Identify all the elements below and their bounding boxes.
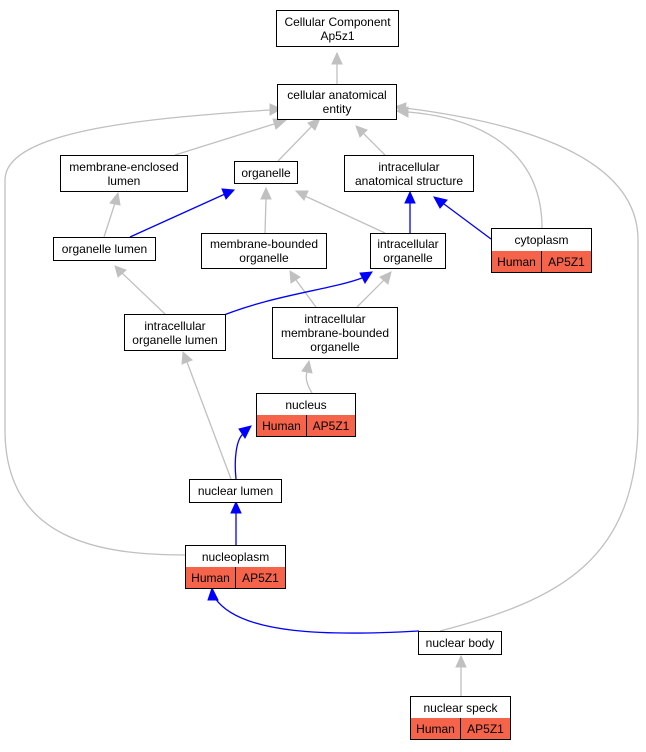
arrow-np-nl — [230, 500, 242, 514]
edge-io-organelle — [304, 195, 386, 234]
node-intracellular-anatomical-structure[interactable]: intracellular anatomical structure — [344, 155, 474, 192]
node-organelle[interactable]: organelle — [234, 161, 298, 184]
edge-organelle-cae — [277, 125, 313, 162]
species-label: Human — [186, 567, 235, 588]
gene-label: AP5Z1 — [305, 415, 355, 436]
arrow-io-organelle — [294, 190, 309, 201]
arrow-nb-cae — [393, 102, 407, 114]
node-nuclear-lumen[interactable]: nuclear lumen — [189, 479, 282, 503]
node-intracellular-organelle[interactable]: intracellular organelle — [370, 233, 446, 269]
edge-mbo-organelle — [264, 198, 267, 234]
gene-label: AP5Z1 — [460, 718, 510, 739]
arrow-ns-nb — [455, 654, 467, 668]
annotation-nuclear-speck: Human AP5Z1 — [410, 718, 511, 740]
arrow-iol-io — [359, 271, 373, 285]
arrow-nl-iol — [181, 350, 193, 365]
node-nuclear-speck[interactable]: nuclear speck — [410, 696, 511, 719]
species-label: Human — [257, 415, 306, 436]
arrow-iol-orgl — [114, 265, 127, 278]
edge-nl-nucleus — [234, 433, 244, 480]
gene-label: AP5Z1 — [541, 251, 591, 272]
arrow-nl-nucleus — [238, 425, 252, 439]
annotation-nucleoplasm: Human AP5Z1 — [185, 567, 286, 589]
edge-cyto-cae — [407, 111, 543, 229]
edge-mel-cae — [174, 123, 275, 156]
arrow-imbo-mbo — [289, 270, 301, 284]
edge-orgl-mel — [103, 202, 116, 238]
edge-imbo-io — [356, 279, 385, 308]
edge-cyto-ias — [443, 203, 492, 240]
arrow-cae-root — [331, 51, 343, 65]
arrow-organelle-cae — [307, 117, 321, 131]
node-root[interactable]: Cellular Component Ap5z1 — [276, 10, 399, 47]
node-nucleus[interactable]: nucleus — [256, 393, 356, 416]
edge-nb-np — [214, 597, 420, 634]
species-label: Human — [411, 718, 460, 739]
species-label: Human — [492, 251, 541, 272]
edge-nb-cae — [404, 107, 639, 632]
node-intracellular-organelle-lumen[interactable]: intracellular organelle lumen — [124, 314, 226, 351]
edge-ias-cae — [363, 133, 386, 156]
arrow-nb-np — [207, 586, 219, 601]
arrow-orgl-mel — [109, 191, 121, 206]
edge-iol-io — [213, 277, 363, 320]
arrow-mbo-organelle — [260, 186, 272, 200]
arrow-io-ias — [404, 190, 416, 204]
arrow-np-cae — [269, 103, 283, 116]
arrow-mel-cae — [272, 118, 288, 130]
edge-imbo-mbo — [295, 279, 317, 308]
node-cytoplasm[interactable]: cytoplasm — [491, 228, 592, 252]
arrow-ias-cae — [355, 125, 368, 138]
edge-np-cae — [4, 109, 271, 556]
arrow-cyto-ias — [433, 196, 448, 209]
node-organelle-lumen[interactable]: organelle lumen — [53, 237, 156, 261]
node-membrane-bounded-organelle[interactable]: membrane-bounded organelle — [201, 233, 327, 269]
arrow-nucleus-imbo — [301, 359, 313, 374]
edge-iol-orgl — [121, 272, 166, 315]
arrow-orgl-organelle — [221, 188, 236, 200]
edge-nl-iol — [186, 361, 232, 480]
arrow-imbo-io — [379, 271, 392, 285]
node-intracellular-membrane-bounded-organelle[interactable]: intracellular membrane-bounded organelle — [272, 307, 398, 359]
node-cellular-anatomical-entity[interactable]: cellular anatomical entity — [277, 84, 397, 120]
annotation-cytoplasm: Human AP5Z1 — [491, 251, 592, 273]
node-nucleoplasm[interactable]: nucleoplasm — [185, 545, 286, 568]
node-membrane-enclosed-lumen[interactable]: membrane-enclosed lumen — [60, 155, 188, 192]
gene-label: AP5Z1 — [235, 567, 285, 588]
edge-orgl-organelle — [129, 193, 226, 238]
edge-nucleus-imbo — [305, 371, 313, 394]
annotation-nucleus: Human AP5Z1 — [256, 415, 356, 437]
node-nuclear-body[interactable]: nuclear body — [418, 631, 502, 655]
